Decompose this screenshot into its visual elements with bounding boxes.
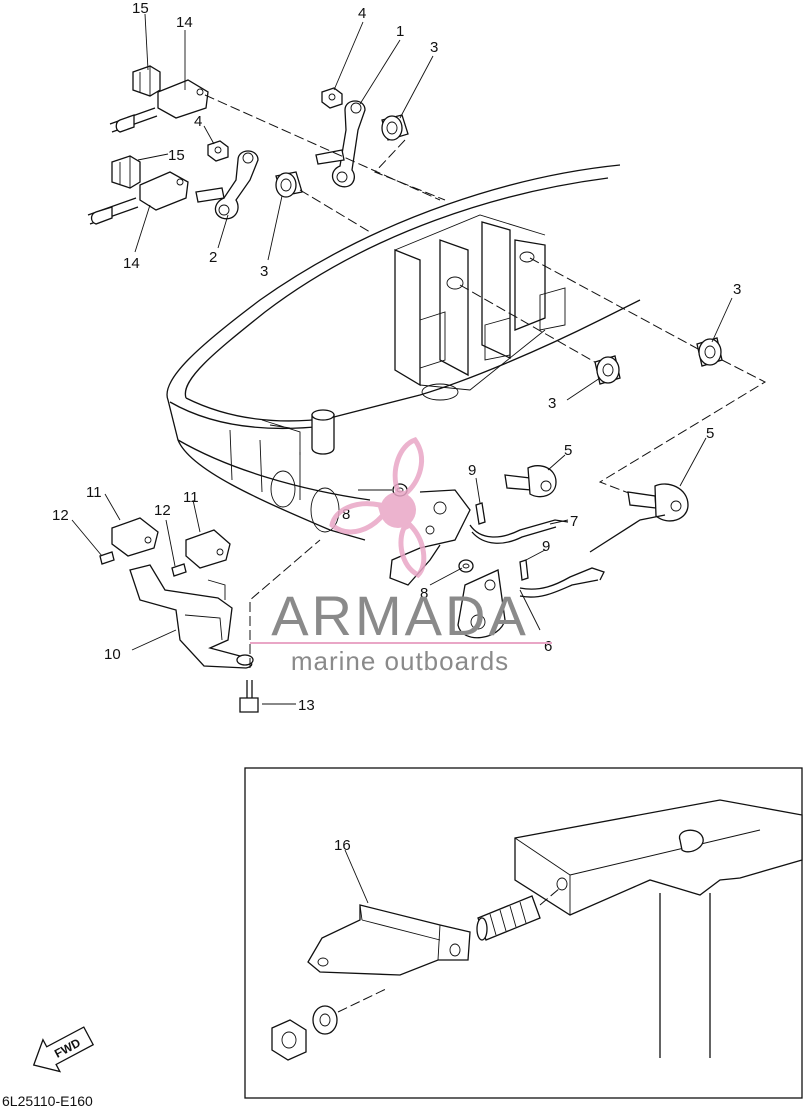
callout-1: 1 — [396, 23, 404, 40]
callout-5-right: 5 — [706, 425, 714, 442]
part-5-left-pin — [504, 465, 557, 498]
part-6-link-rod — [519, 514, 666, 598]
inset-threaded-pin — [476, 895, 541, 941]
callout-4-lower: 4 — [194, 113, 202, 130]
leader-lines — [71, 13, 733, 904]
part-13-bolt — [239, 680, 259, 713]
part-12-pins — [99, 551, 187, 577]
callout-13: 13 — [298, 697, 315, 714]
callout-14-top: 14 — [176, 14, 193, 31]
callout-4-top: 4 — [358, 5, 366, 22]
assembly-lines-top — [204, 94, 701, 366]
inset-mount-bracket — [514, 799, 803, 1058]
part-3-lower-bushing — [275, 171, 303, 198]
part-15-upper — [132, 65, 161, 97]
callout-15-lower: 15 — [168, 147, 185, 164]
callout-9-lower: 9 — [542, 538, 550, 555]
inset-nut — [271, 1019, 307, 1061]
callout-3-right: 3 — [733, 281, 741, 298]
diagram-code: 6L25110-E160 — [2, 1093, 93, 1109]
part-1-lever — [315, 100, 366, 188]
part-3-right-bushings — [594, 337, 767, 506]
callout-8-upper: 8 — [342, 506, 350, 523]
inset-panel-frame — [244, 767, 803, 1099]
bottom-cowling-housing — [166, 164, 641, 541]
callout-3-mid: 3 — [548, 395, 556, 412]
part-16-cable-holder — [307, 904, 471, 976]
callout-12-left: 12 — [52, 507, 69, 524]
callout-8-lower: 8 — [420, 585, 428, 602]
callout-11-right: 11 — [183, 489, 199, 506]
part-14-lower — [87, 171, 189, 225]
part-5-right-pin — [627, 483, 689, 522]
part-4-upper — [321, 87, 343, 109]
part-7-link-rod — [469, 519, 569, 544]
callout-3-lower: 3 — [260, 263, 268, 280]
callout-11-left: 11 — [86, 484, 102, 501]
assembly-line-inset-2 — [539, 887, 561, 906]
armada-watermark: ARMADA marine outboards — [250, 437, 552, 676]
fwd-arrow: FWD — [32, 1026, 95, 1073]
assembly-line-bracket — [249, 539, 321, 668]
part-2-lever — [195, 150, 259, 220]
part-3-upper-bushing — [381, 114, 409, 141]
watermark-tagline: marine outboards — [291, 646, 509, 676]
inset-washer — [312, 1005, 338, 1035]
part-4-lower — [207, 140, 229, 162]
callout-12-right: 12 — [154, 502, 171, 519]
watermark-brand: ARMADA — [271, 584, 529, 647]
armada-propeller-logo — [329, 437, 427, 579]
callout-15-top: 15 — [132, 0, 149, 17]
callout-7: 7 — [570, 513, 578, 530]
throttle-cam-plate — [389, 489, 506, 639]
callouts: 15 14 4 1 3 4 15 14 2 3 3 3 5 5 9 9 8 8 … — [52, 0, 741, 854]
callout-2: 2 — [209, 249, 217, 266]
callout-14-lower: 14 — [123, 255, 140, 272]
part-15-lower — [111, 155, 141, 189]
callout-10: 10 — [104, 646, 121, 663]
part-10-bracket — [129, 564, 254, 669]
callout-6: 6 — [544, 638, 552, 655]
part-14-upper — [109, 79, 209, 133]
part-11-holders — [111, 517, 231, 569]
callout-3-top: 3 — [430, 39, 438, 56]
assembly-line-inset — [337, 987, 389, 1013]
callout-16: 16 — [334, 837, 351, 854]
callout-5-left: 5 — [564, 442, 572, 459]
part-9-clips — [475, 502, 529, 581]
callout-9-upper: 9 — [468, 462, 476, 479]
